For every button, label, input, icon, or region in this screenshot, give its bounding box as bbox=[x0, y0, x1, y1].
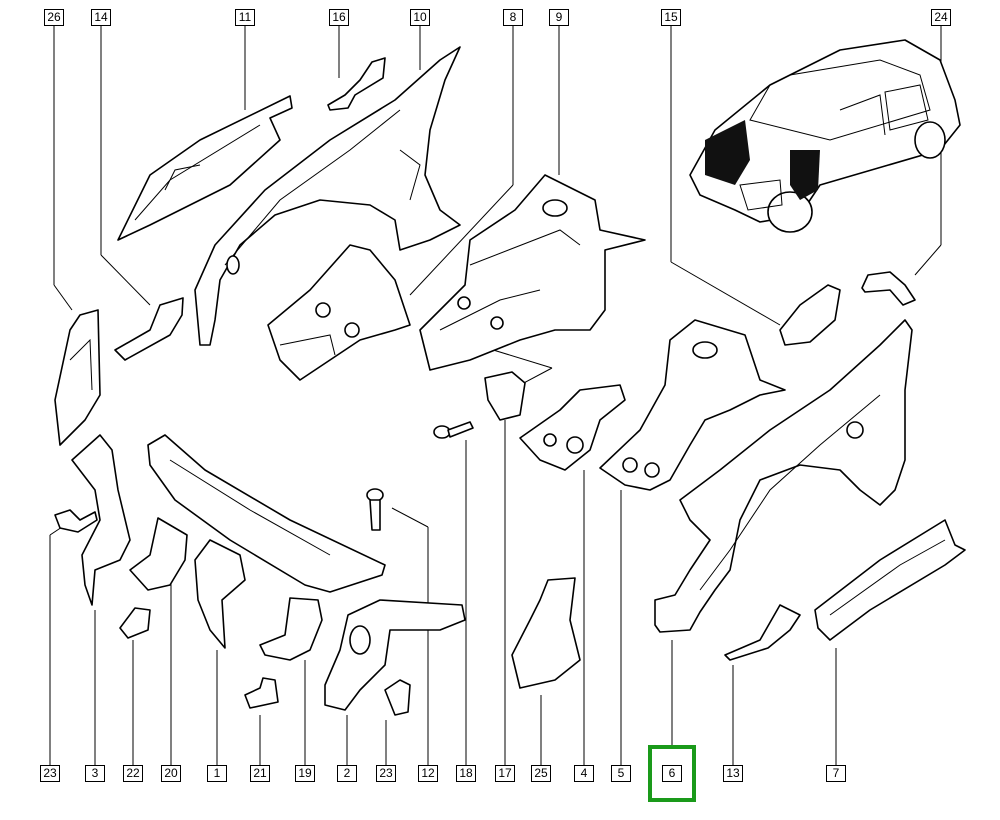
callout-20[interactable]: 20 bbox=[161, 765, 181, 782]
callout-3[interactable]: 3 bbox=[85, 765, 105, 782]
part-3-pillar bbox=[71, 434, 131, 606]
part-7-rail bbox=[814, 519, 966, 641]
part-6-wing bbox=[654, 319, 913, 633]
part-10-wing bbox=[194, 46, 461, 346]
part-2-lower-member bbox=[324, 599, 466, 711]
part-17-bracket bbox=[484, 371, 526, 421]
part-9-structure bbox=[419, 174, 646, 371]
callout-13[interactable]: 13 bbox=[723, 765, 743, 782]
callout-6[interactable]: 6 bbox=[662, 765, 682, 782]
callout-19[interactable]: 19 bbox=[295, 765, 315, 782]
part-1-cross-member bbox=[147, 434, 386, 649]
callout-12[interactable]: 12 bbox=[418, 765, 438, 782]
callout-26[interactable]: 26 bbox=[44, 9, 64, 26]
callout-21[interactable]: 21 bbox=[250, 765, 270, 782]
part-20-bracket bbox=[129, 517, 188, 591]
part-13-bracket bbox=[724, 604, 801, 661]
callout-25[interactable]: 25 bbox=[531, 765, 551, 782]
callout-14[interactable]: 14 bbox=[91, 9, 111, 26]
callout-7[interactable]: 7 bbox=[826, 765, 846, 782]
part-5-arch-structure bbox=[599, 319, 786, 491]
callout-22[interactable]: 22 bbox=[123, 765, 143, 782]
callout-16[interactable]: 16 bbox=[329, 9, 349, 26]
part-26-pillar bbox=[54, 309, 101, 446]
highlight-box bbox=[648, 745, 696, 802]
part-23-clip-middle bbox=[384, 679, 411, 716]
callout-1[interactable]: 1 bbox=[207, 765, 227, 782]
callout-11[interactable]: 11 bbox=[235, 9, 255, 26]
part-21-clip bbox=[244, 677, 279, 709]
callout-24[interactable]: 24 bbox=[931, 9, 951, 26]
part-22-clip bbox=[119, 607, 151, 639]
callout-17[interactable]: 17 bbox=[495, 765, 515, 782]
part-24-bracket bbox=[861, 271, 916, 306]
part-4-inner-arch bbox=[519, 384, 626, 471]
part-23-clip-left bbox=[54, 509, 98, 533]
callout-8[interactable]: 8 bbox=[503, 9, 523, 26]
callout-18[interactable]: 18 bbox=[456, 765, 476, 782]
callout-2[interactable]: 2 bbox=[337, 765, 357, 782]
part-16-bracket bbox=[327, 57, 386, 111]
callout-15[interactable]: 15 bbox=[661, 9, 681, 26]
car-illustration bbox=[689, 39, 961, 233]
part-19-bracket bbox=[259, 597, 323, 661]
callout-23-middle[interactable]: 23 bbox=[376, 765, 396, 782]
part-14-bracket bbox=[114, 297, 184, 361]
callout-5[interactable]: 5 bbox=[611, 765, 631, 782]
part-12-bolt bbox=[366, 488, 384, 531]
callout-9[interactable]: 9 bbox=[549, 9, 569, 26]
part-15-bracket bbox=[779, 284, 841, 346]
part-25-bracket bbox=[511, 577, 581, 689]
part-18-bolt bbox=[433, 421, 474, 439]
part-8-arch bbox=[267, 244, 411, 381]
callout-4[interactable]: 4 bbox=[574, 765, 594, 782]
callout-10[interactable]: 10 bbox=[410, 9, 430, 26]
part-11-rail bbox=[117, 95, 293, 241]
callout-23-left[interactable]: 23 bbox=[40, 765, 60, 782]
